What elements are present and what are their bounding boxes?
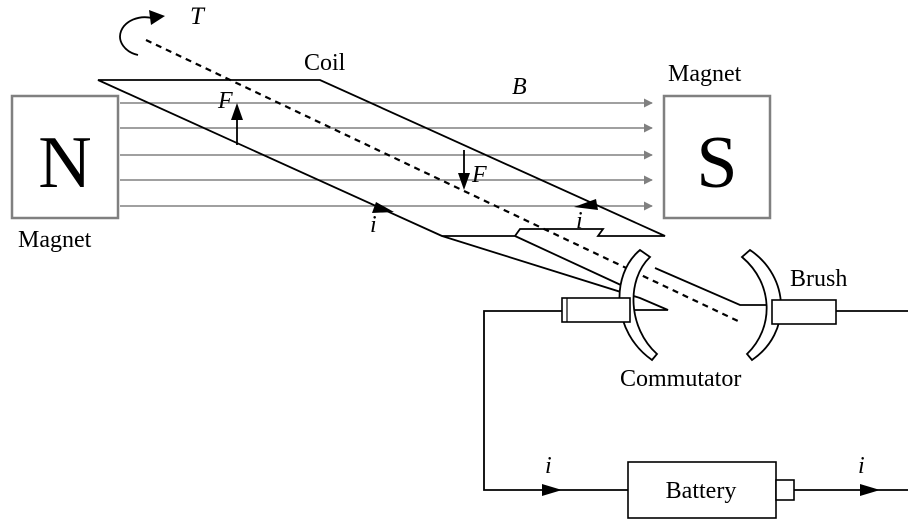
field-label: B <box>512 74 527 100</box>
commutator-label: Commutator <box>620 366 741 392</box>
commutator-half-right <box>740 248 782 362</box>
rotation-axis <box>145 39 741 323</box>
south-pole-label: S <box>696 122 737 204</box>
magnet-right-label: Magnet <box>668 61 742 87</box>
magnet-left-label: Magnet <box>18 227 92 253</box>
coil-leads <box>441 235 770 311</box>
coil <box>97 79 666 237</box>
coil-loop <box>97 79 666 237</box>
circuit-wire-left <box>483 310 628 491</box>
magnet-south: S <box>662 94 772 220</box>
circuit-current-arrow-right <box>860 484 880 496</box>
force-arrow-down <box>458 150 470 190</box>
brush-left <box>561 297 631 323</box>
force-arrow-up <box>231 103 243 145</box>
coil-current-arrow-bottom <box>372 202 394 213</box>
lead-lower <box>441 235 669 311</box>
magnet-north: N <box>10 94 120 220</box>
lead-to-right-half <box>654 267 770 306</box>
circuit-current-label-left: i <box>545 453 552 479</box>
force-up-label: F <box>217 88 233 114</box>
torque-arrow <box>119 10 165 56</box>
torque-label: T <box>190 3 206 30</box>
force-down-label: F <box>471 162 487 188</box>
brush-label: Brush <box>790 266 847 292</box>
coil-current-arrow-right <box>574 199 598 210</box>
circuit-current-label-right: i <box>858 453 865 479</box>
lead-upper <box>514 235 624 287</box>
circuit-current-arrow-left <box>542 484 562 496</box>
brush-right <box>771 299 837 325</box>
commutator <box>618 248 782 362</box>
battery: Battery <box>627 461 795 519</box>
north-pole-label: N <box>38 122 91 204</box>
coil-current-label-bottom: i <box>370 212 377 238</box>
commutator-half-left <box>618 248 659 362</box>
coil-current-label-right: i <box>576 208 583 234</box>
coil-label: Coil <box>304 50 346 76</box>
battery-label: Battery <box>666 478 737 504</box>
